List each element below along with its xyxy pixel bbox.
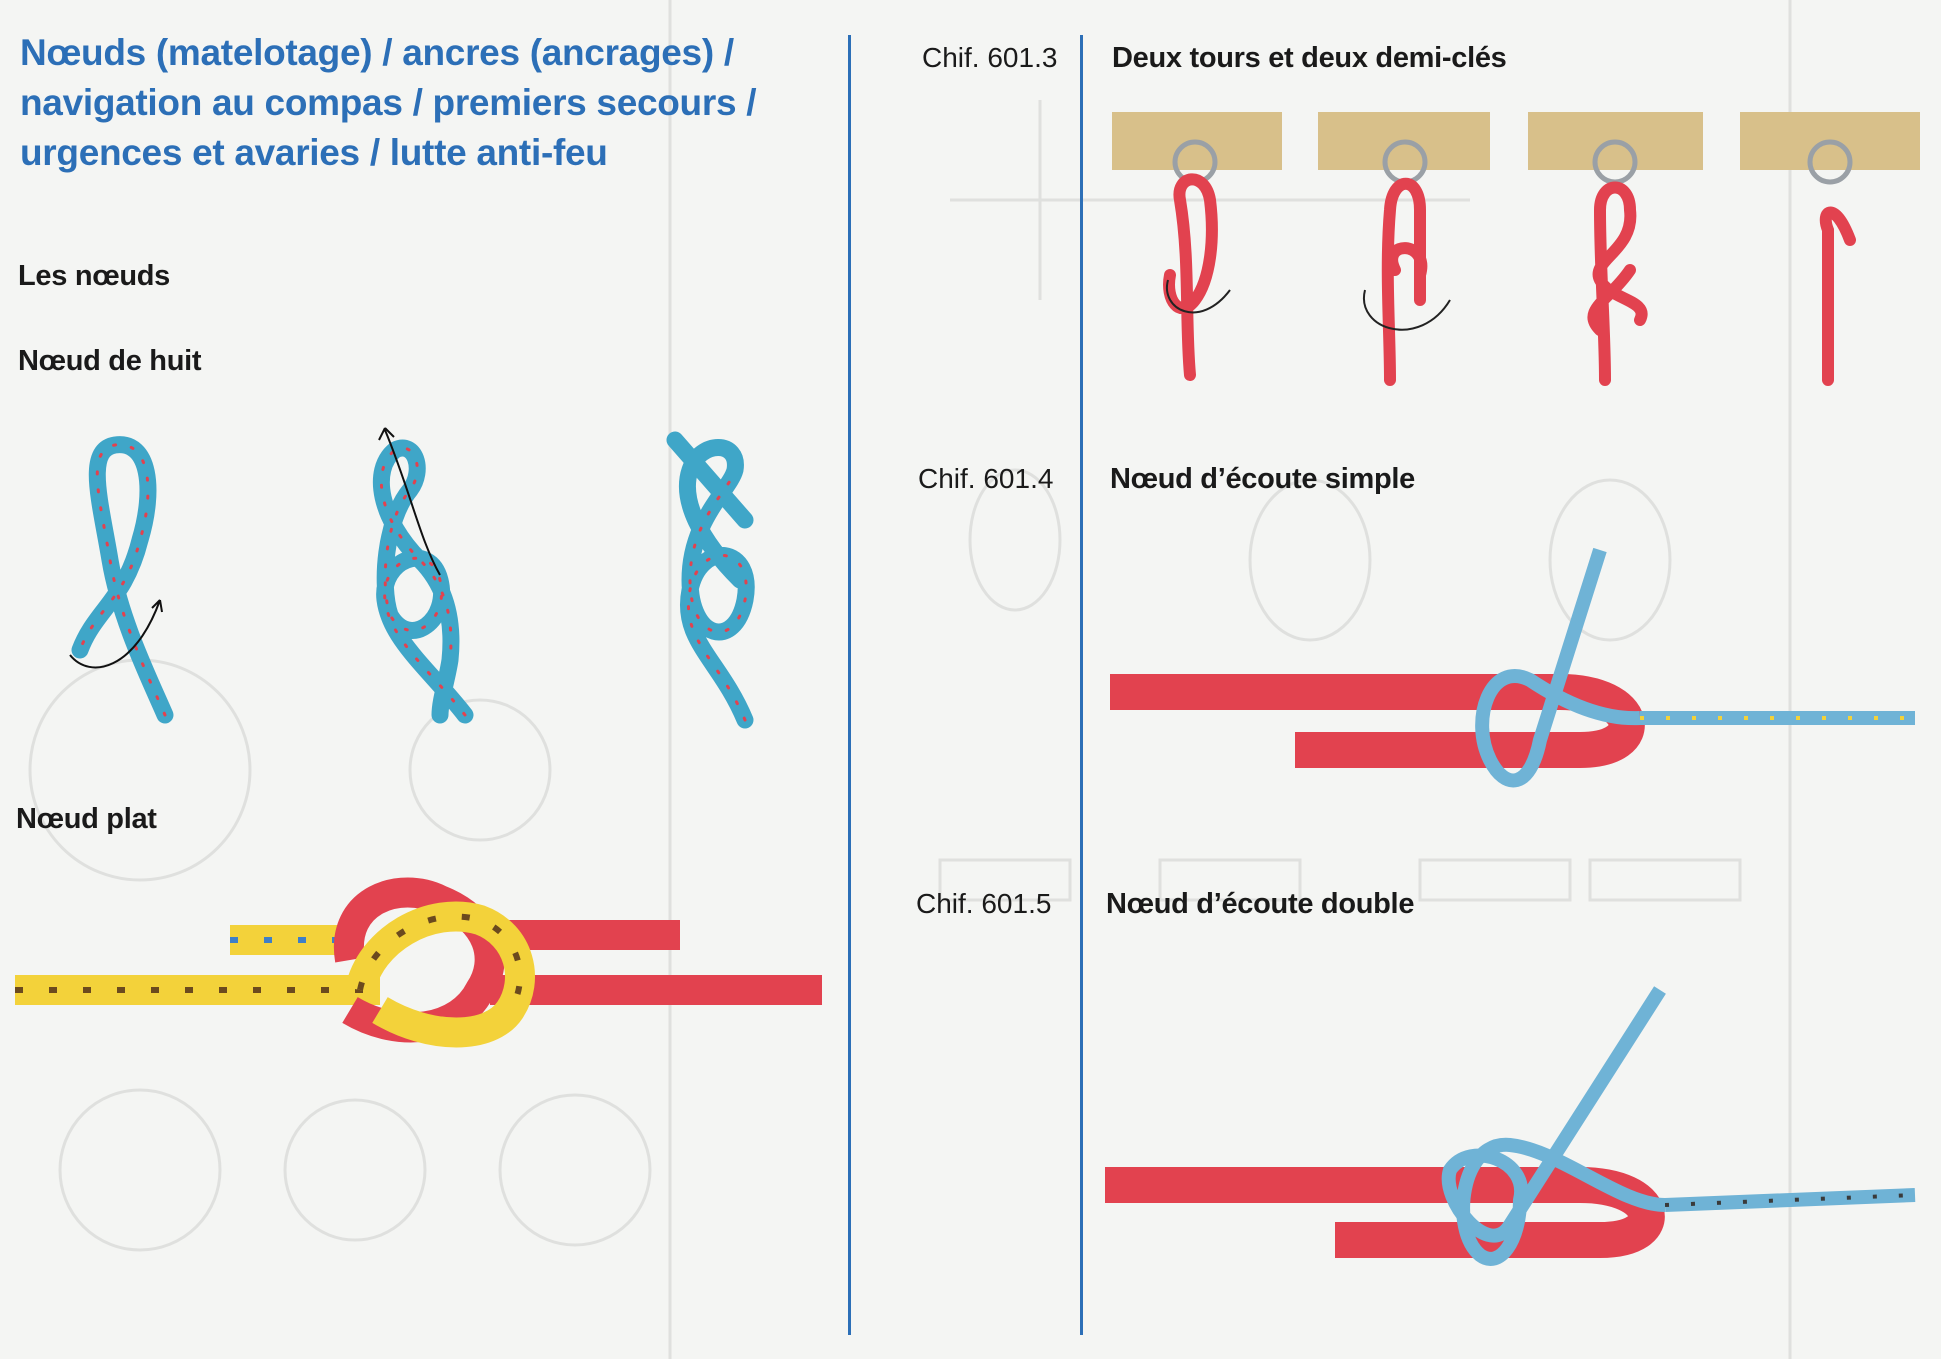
page-title: Nœuds (matelotage) / ancres (ancrages) /… xyxy=(20,28,860,178)
knot-label-double-sheet-bend: Nœud d’écoute double xyxy=(1106,888,1415,920)
section-heading-knots: Les nœuds xyxy=(18,260,170,292)
chif-601-4: Chif. 601.4 xyxy=(918,463,1054,494)
column-divider-left xyxy=(848,35,851,1335)
knot-label-figure-eight: Nœud de huit xyxy=(18,345,202,377)
title-line-3: urgences et avaries / lutte anti-feu xyxy=(20,132,608,173)
round-turn-step-2 xyxy=(1381,177,1428,386)
figure-eight-step-2 xyxy=(372,439,474,724)
title-line-2: navigation au compas / premiers secours … xyxy=(20,82,757,123)
chif-601-3: Chif. 601.3 xyxy=(922,42,1058,73)
figure-eight-step-1 xyxy=(71,436,174,724)
rotation-arrow-icon-1 xyxy=(1165,279,1231,314)
round-turn-step-1 xyxy=(1163,173,1218,381)
title-line-1: Nœuds (matelotage) / ancres (ancrages) / xyxy=(20,32,734,73)
round-turn-step-3 xyxy=(1587,181,1648,386)
direction-arrow-icon xyxy=(384,429,441,576)
figure-eight-step-3 xyxy=(666,431,755,729)
round-turn-step-4 xyxy=(1819,206,1856,386)
knot-label-sheet-bend: Nœud d’écoute simple xyxy=(1110,463,1415,495)
knot-label-reef: Nœud plat xyxy=(16,803,157,835)
column-divider-right xyxy=(1080,35,1083,1335)
rotation-arrow-icon xyxy=(69,599,161,669)
knot-label-round-turn: Deux tours et deux demi-clés xyxy=(1112,42,1507,74)
rotation-arrow-icon-2 xyxy=(1362,289,1451,331)
wooden-beams xyxy=(1112,112,1920,170)
chif-601-5: Chif. 601.5 xyxy=(916,888,1052,919)
